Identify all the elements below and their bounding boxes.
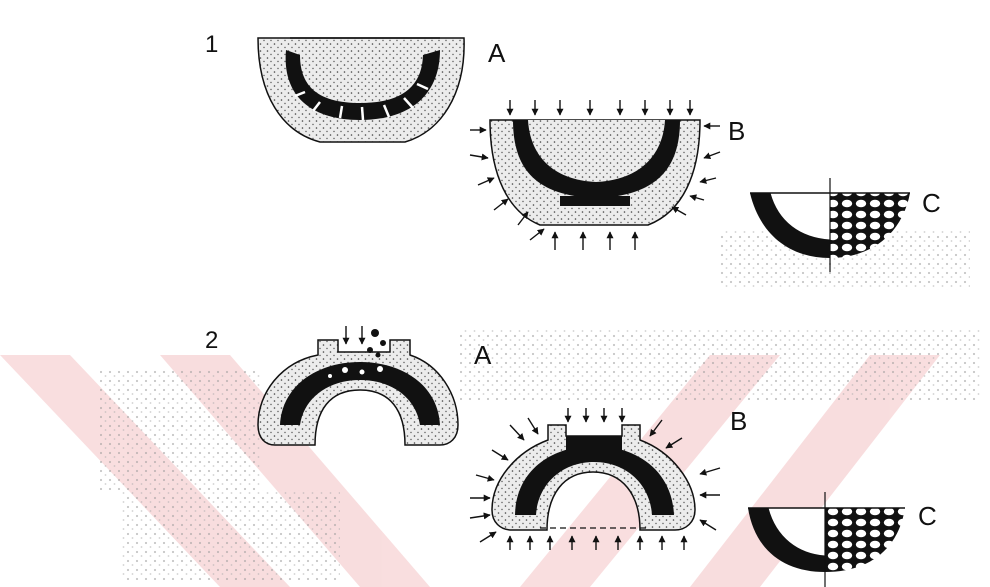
row-2-diagram-a <box>258 326 458 445</box>
row-1-number: 1 <box>205 31 218 58</box>
row-1-label-a: A <box>488 38 506 68</box>
row-2-label-b: B <box>730 406 747 436</box>
row-1-label-b: B <box>728 116 745 146</box>
row-2-number: 2 <box>205 327 218 354</box>
row-1-diagram-b <box>470 100 720 250</box>
row-1-label-c: C <box>922 188 941 218</box>
row-2-label-a: A <box>474 340 492 370</box>
row-1-diagram-a <box>258 38 464 142</box>
row-2-label-c: C <box>918 501 937 531</box>
